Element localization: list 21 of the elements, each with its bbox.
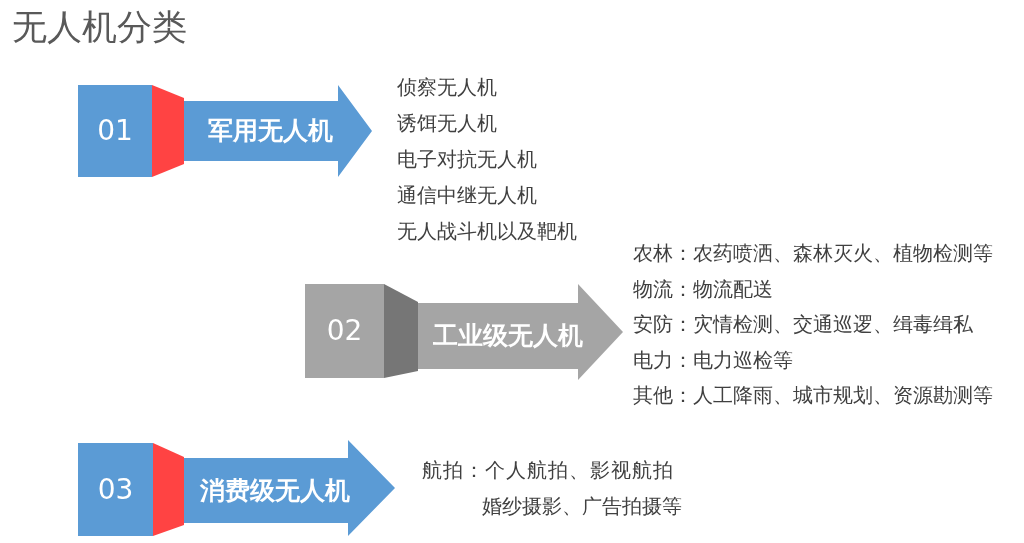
arrow-label: 消费级无人机: [200, 475, 350, 506]
step-number: 01: [97, 115, 133, 147]
list-item: 物流：物流配送: [633, 275, 773, 303]
list-item: 其他：人工降雨、城市规划、资源勘测等: [633, 382, 993, 409]
step-number: 03: [97, 473, 134, 506]
list-item: 电力：电力巡检等: [633, 346, 793, 374]
diagram-title: 无人机分类: [12, 6, 187, 49]
arrow-label: 工业级无人机: [433, 321, 583, 351]
step-number: 02: [326, 315, 363, 347]
list-item: 诱饵无人机: [397, 110, 497, 137]
number-tile: [305, 284, 384, 378]
list-item: 航拍：个人航拍、影视航拍婚纱摄影、广告拍摄等: [422, 457, 683, 520]
list-item: 无人战斗机以及靶机: [397, 218, 577, 245]
list-item: 安防：灾情检测、交通巡逻、缉毒缉私: [633, 311, 973, 338]
arrow-label: 军用无人机: [207, 116, 333, 146]
list-item: 农林：农药喷洒、森林灭火、植物检测等: [633, 240, 993, 267]
number-tile: [78, 85, 152, 177]
list-item: 侦察无人机: [397, 74, 497, 101]
number-tile: [78, 443, 153, 536]
list-item: 通信中继无人机: [397, 182, 537, 209]
list-item: 电子对抗无人机: [397, 146, 537, 173]
